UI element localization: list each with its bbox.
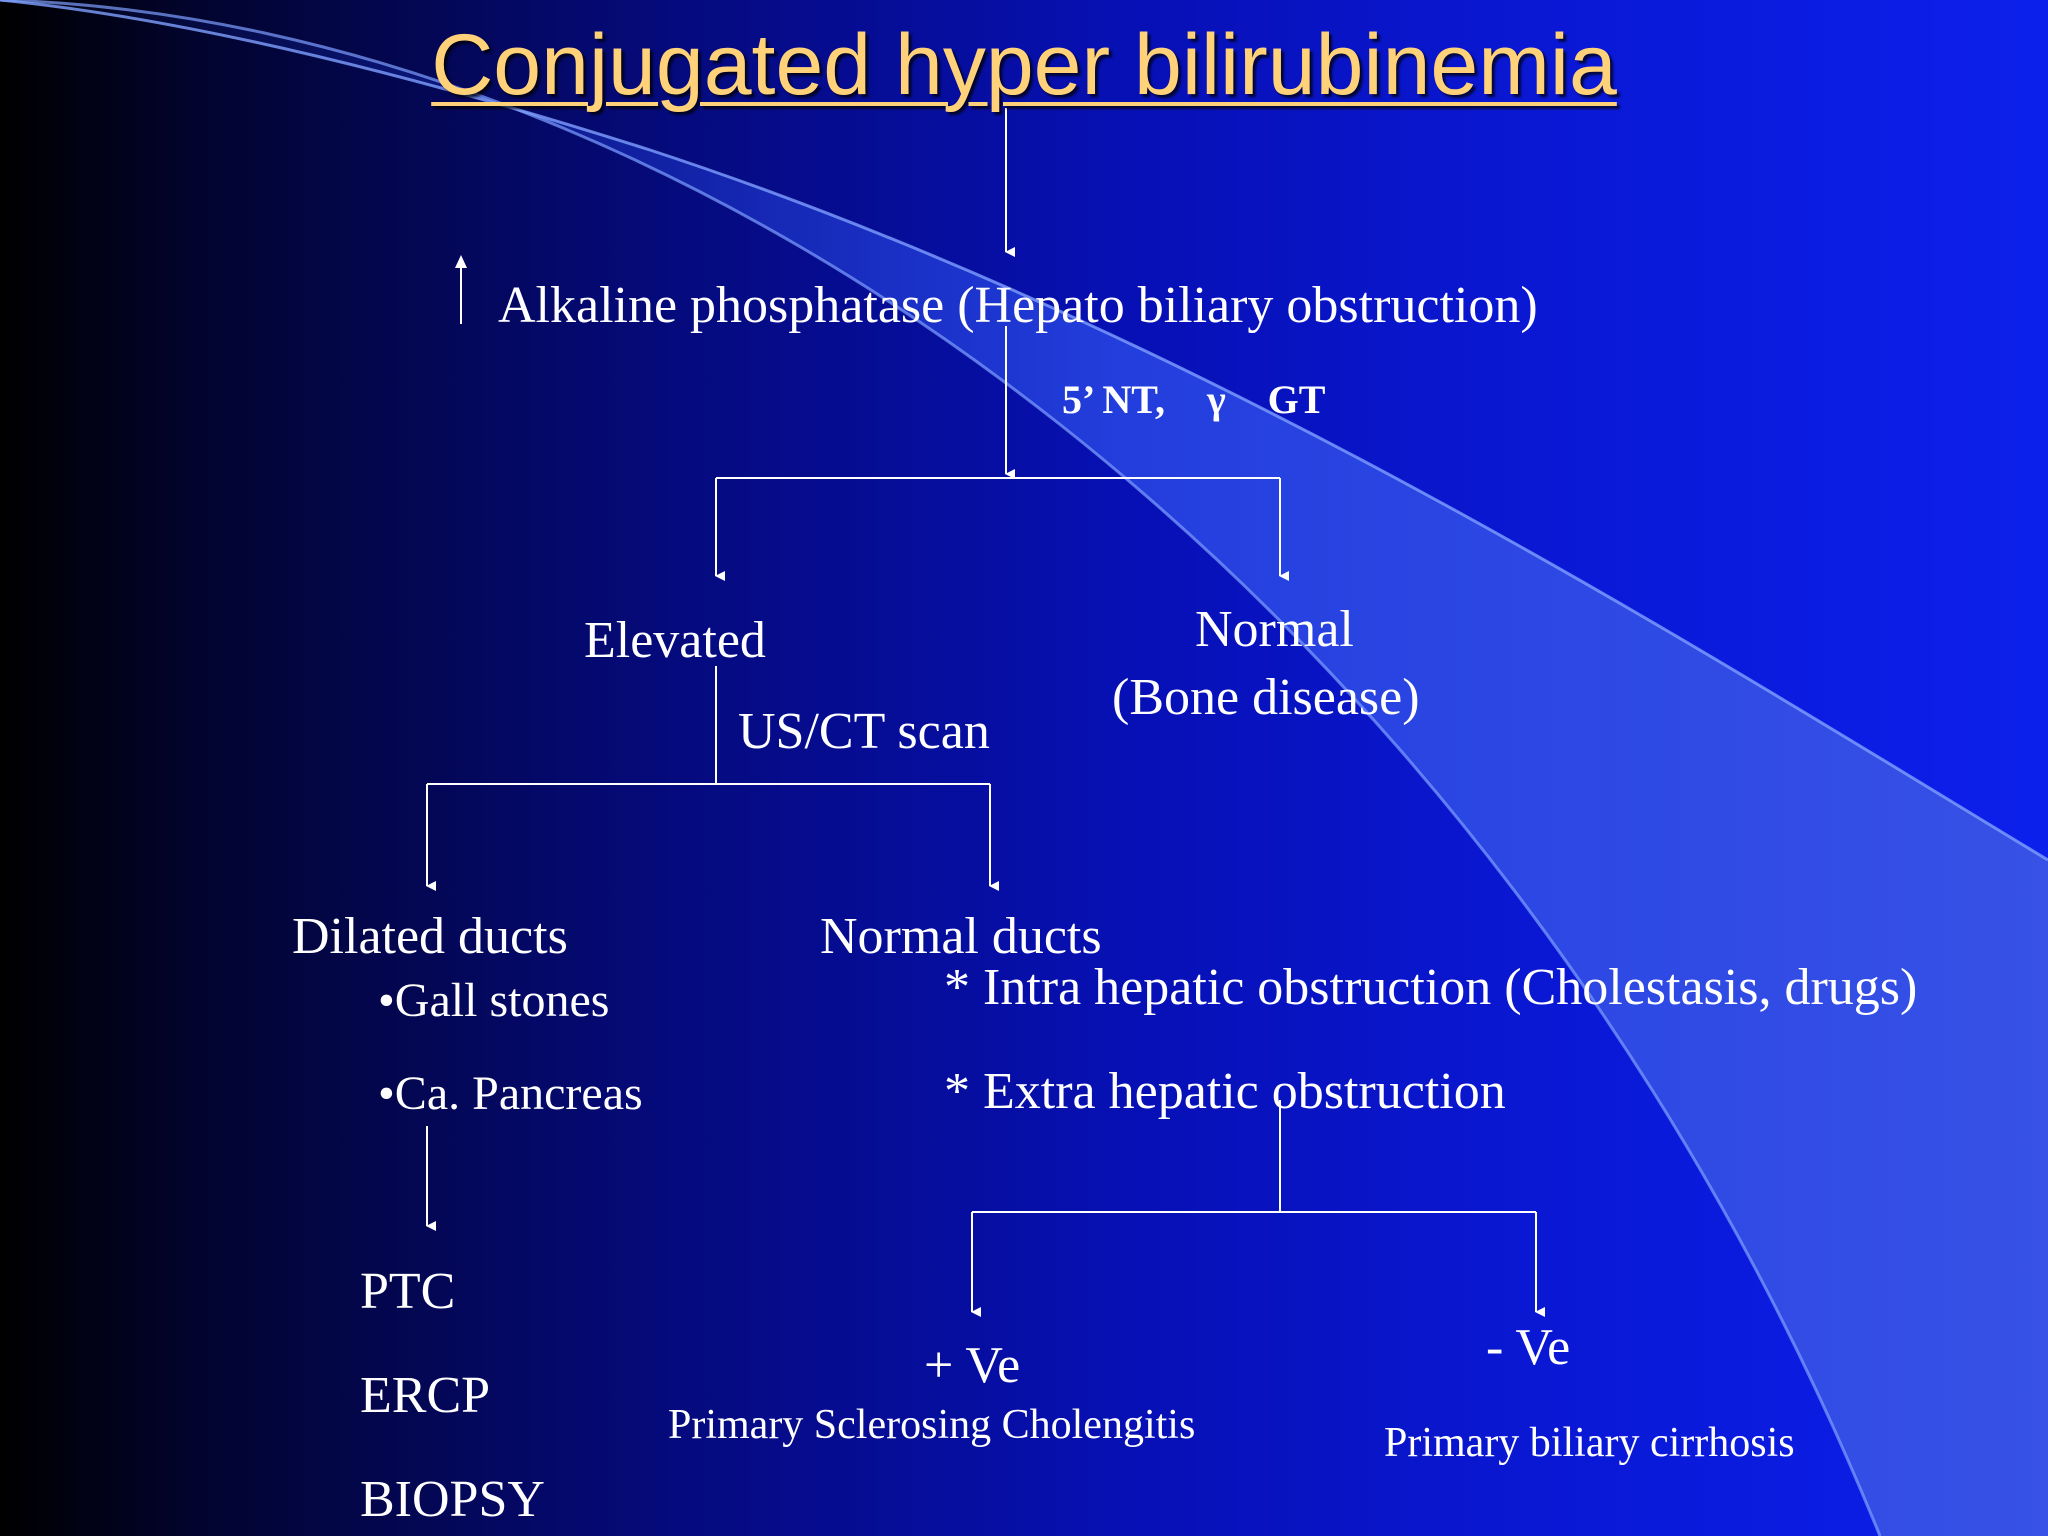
ptc-label: PTC — [360, 1263, 456, 1320]
ca-pancreas-item: •Ca. Pancreas — [378, 1067, 643, 1120]
elevated-label: Elevated — [584, 612, 766, 669]
negative-result-label: - Ve — [1486, 1319, 1571, 1376]
biopsy-label: BIOPSY — [360, 1471, 545, 1528]
normal-ducts-label: Normal ducts — [820, 908, 1102, 965]
dilated-ducts-label: Dilated ducts — [292, 908, 568, 965]
primary-sclerosing-cholengitis-label: Primary Sclerosing Cholengitis — [668, 1402, 1196, 1448]
ercp-label: ERCP — [360, 1367, 491, 1424]
enzyme-gamma: γ — [1206, 377, 1226, 422]
intra-hepatic-label: * Intra hepatic obstruction (Cholestasis… — [944, 959, 1918, 1016]
enzymes-label: 5’ NT, γ GT — [1062, 380, 1325, 420]
enzyme-5nt: 5’ NT, — [1062, 377, 1165, 422]
up-arrow-icon — [455, 255, 467, 324]
gall-stones-item: •Gall stones — [378, 974, 610, 1027]
normal-label: Normal — [1195, 601, 1354, 658]
bone-disease-label: (Bone disease) — [1112, 669, 1420, 726]
alkaline-phosphatase-label: Alkaline phosphatase (Hepato biliary obs… — [498, 277, 1538, 334]
us-ct-scan-label: US/CT scan — [738, 703, 990, 760]
slide-title: Conjugated hyper bilirubinemia — [431, 17, 1617, 113]
extra-hepatic-label: * Extra hepatic obstruction — [944, 1063, 1506, 1120]
enzyme-gt: GT — [1267, 377, 1326, 422]
positive-result-label: + Ve — [924, 1337, 1021, 1394]
primary-biliary-cirrhosis-label: Primary biliary cirrhosis — [1384, 1420, 1795, 1466]
